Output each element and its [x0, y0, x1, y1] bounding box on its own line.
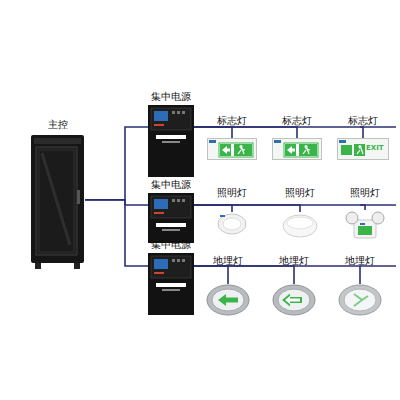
emergency-light-graphic [282, 212, 318, 238]
node-heading: 集中电源 [151, 178, 191, 191]
wire-connector [194, 266, 228, 284]
exit-sign-lamp-graphic [207, 138, 257, 160]
power-supply-box: 集中电源 [148, 253, 194, 315]
wire-connector [85, 127, 148, 200]
emergency-light: 照明灯 [216, 212, 248, 236]
power-supply-box-graphic [148, 105, 194, 177]
exit-sign-lamp: 标志灯 [207, 138, 257, 160]
node-heading: 地埋灯 [279, 254, 309, 267]
wire-connector [194, 127, 232, 138]
emergency-light: 照明灯 [344, 210, 386, 240]
inground-light: 地埋灯 [272, 284, 316, 316]
power-supply-box: 集中电源 [148, 105, 194, 177]
exit-sign-lamp-graphic [272, 138, 322, 160]
wire-tail [360, 204, 396, 206]
node-heading: 标志灯 [282, 114, 312, 127]
power-supply-box-graphic [148, 193, 194, 243]
wire-connector [194, 127, 363, 138]
wire-connector [194, 266, 360, 284]
exit-text: EXIT [366, 144, 384, 152]
node-heading: 标志灯 [217, 114, 247, 127]
node-heading: 标志灯 [348, 114, 378, 127]
wire-connector [194, 205, 232, 212]
wire-connector [194, 205, 300, 212]
wire-connector [194, 127, 297, 138]
node-heading: 照明灯 [350, 186, 380, 199]
main-control-cabinet: 主控 [30, 135, 85, 270]
emergency-light-graphic [216, 212, 248, 236]
wire-connector [194, 205, 365, 210]
inground-light-graphic [272, 284, 316, 316]
inground-light-graphic [338, 284, 382, 316]
node-heading: 地埋灯 [213, 254, 243, 267]
node-heading: 集中电源 [151, 238, 191, 251]
wire-connector [85, 200, 148, 266]
power-supply-box-graphic [148, 253, 194, 315]
inground-light: 地埋灯 [338, 284, 382, 316]
inground-light-graphic [206, 284, 250, 316]
wire-tail [360, 126, 396, 128]
node-heading: 照明灯 [217, 186, 247, 199]
node-heading: 照明灯 [285, 186, 315, 199]
main-control-cabinet-graphic [30, 135, 85, 270]
wire-connector [194, 266, 294, 284]
exit-sign-lamp: 标志灯 [272, 138, 322, 160]
node-heading: 地埋灯 [345, 254, 375, 267]
inground-light: 地埋灯 [206, 284, 250, 316]
node-heading: 集中电源 [151, 90, 191, 103]
node-heading: 主控 [48, 118, 68, 131]
emergency-light-graphic [344, 210, 386, 240]
power-supply-box: 集中电源 [148, 193, 194, 243]
emergency-light: 照明灯 [282, 212, 318, 238]
